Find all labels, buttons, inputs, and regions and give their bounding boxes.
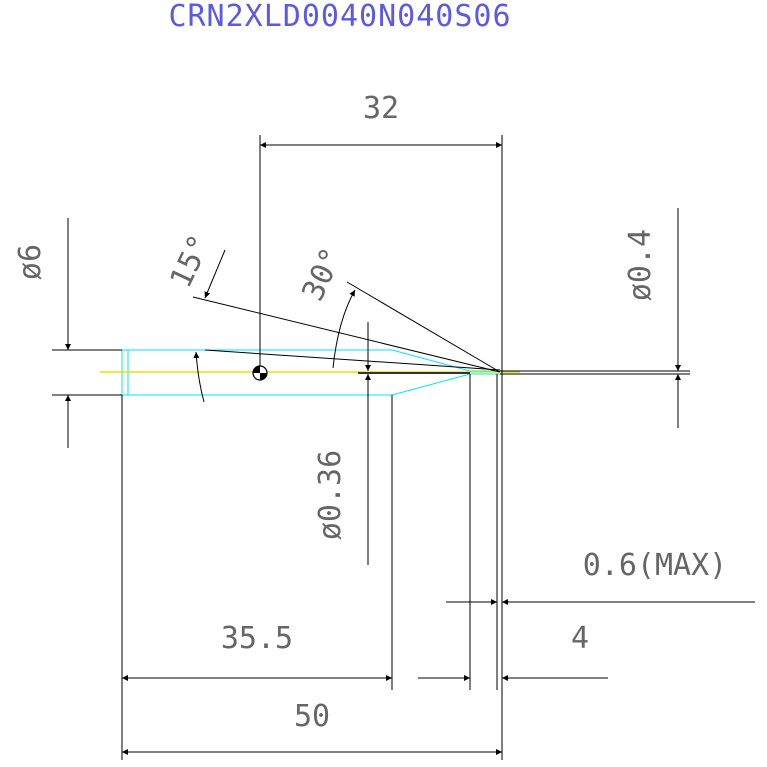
- angle-15-label: 15°: [164, 229, 219, 293]
- dimension-35-5: [121, 395, 393, 760]
- shank-diameter-label: ø6: [13, 244, 48, 280]
- shank-length-label: 35.5: [221, 621, 293, 656]
- dimension-32-label: 32: [363, 91, 399, 126]
- dimension-4: [418, 374, 608, 690]
- dimension-max: [446, 374, 755, 690]
- total-length-label: 50: [294, 699, 330, 734]
- max-length-label: 0.6(MAX): [583, 548, 728, 583]
- dimension-32: [259, 135, 503, 760]
- angle-lines: [192, 249, 501, 403]
- center-mark-icon: [252, 365, 268, 381]
- tool-outline: [121, 349, 500, 396]
- angle-30-label: 30°: [296, 242, 351, 306]
- neck-diameter-label: ø0.36: [313, 450, 348, 540]
- dimension-tip-diameter: [500, 208, 690, 428]
- tip-diameter-label: ø0.4: [623, 229, 658, 301]
- dimension-shank-diameter: [52, 218, 122, 448]
- flute-length-label: 4: [571, 621, 589, 656]
- part-number-title: CRN2XLD0040N040S06: [168, 0, 511, 34]
